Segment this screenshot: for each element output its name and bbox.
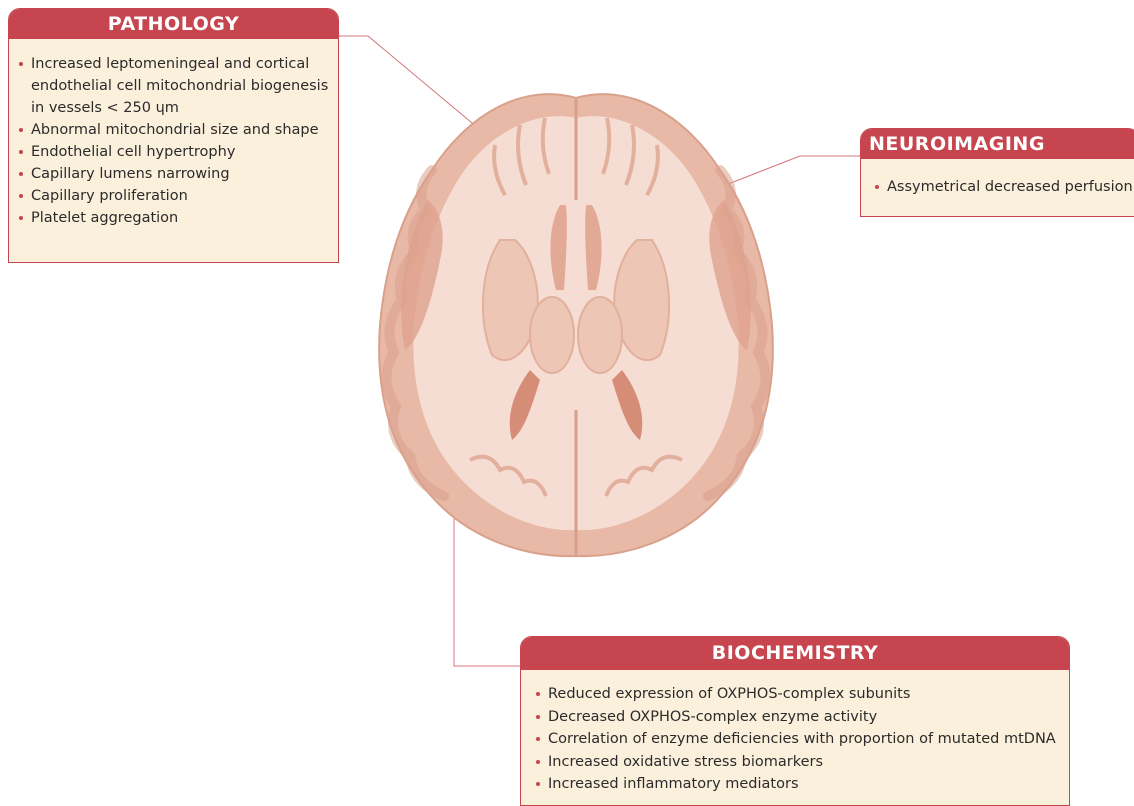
pathology-item: Capillary proliferation	[18, 185, 330, 207]
biochemistry-item: Reduced expression of OXPHOS-complex sub…	[535, 683, 1061, 706]
pathology-panel: PATHOLOGY Increased leptomeningeal and c…	[8, 8, 339, 263]
biochemistry-title: BIOCHEMISTRY	[521, 637, 1069, 670]
pathology-item: Capillary lumens narrowing	[18, 163, 330, 185]
biochemistry-item: Increased inflammatory mediators	[535, 773, 1061, 796]
neuroimaging-list: Assymetrical decreased perfusion	[861, 159, 1134, 198]
brain-right-thalamus	[578, 297, 622, 373]
biochemistry-item: Correlation of enzyme deficiencies with …	[535, 728, 1061, 751]
pathology-item: Abnormal mitochondrial size and shape	[18, 119, 330, 141]
pathology-item: Platelet aggregation	[18, 207, 330, 229]
biochemistry-item: Decreased OXPHOS-complex enzyme activity	[535, 706, 1061, 729]
pathology-title: PATHOLOGY	[9, 9, 338, 39]
neuroimaging-title: NEUROIMAGING	[861, 129, 1134, 159]
pathology-list: Increased leptomeningeal and cortical en…	[9, 39, 338, 229]
biochemistry-item: Increased oxidative stress biomarkers	[535, 751, 1061, 774]
pathology-item: Increased leptomeningeal and cortical en…	[18, 53, 330, 119]
neuroimaging-item: Assymetrical decreased perfusion	[874, 176, 1134, 198]
neuroimaging-panel: NEUROIMAGING Assymetrical decreased perf…	[860, 128, 1134, 217]
biochemistry-panel: BIOCHEMISTRY Reduced expression of OXPHO…	[520, 636, 1070, 806]
brain-left-thalamus	[530, 297, 574, 373]
pathology-item: Endothelial cell hypertrophy	[18, 141, 330, 163]
biochemistry-list: Reduced expression of OXPHOS-complex sub…	[521, 670, 1069, 796]
